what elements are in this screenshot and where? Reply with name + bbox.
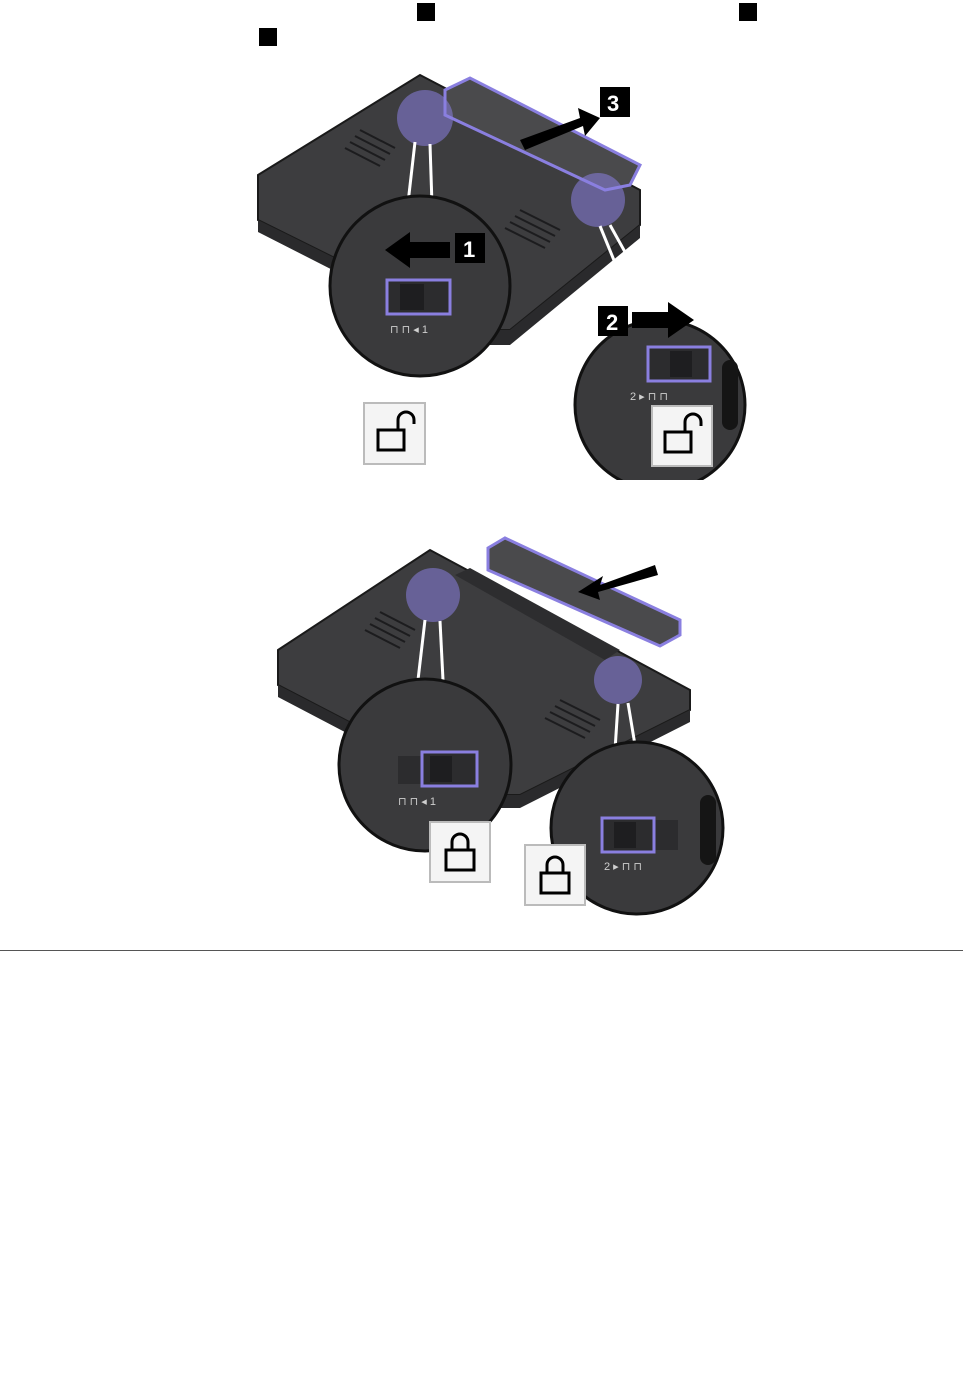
latch-2-highlight xyxy=(594,656,642,704)
latch-2-highlight xyxy=(571,173,625,227)
locked-icon-right xyxy=(525,845,585,905)
left-latch-zoom: 1 ⊓ ⊓ ◂ 1 xyxy=(330,196,510,376)
latch-1-highlight xyxy=(406,568,460,622)
right-latch-icons: 2 ▸ ⊓ ⊓ xyxy=(604,861,642,873)
battery-removal-svg: 3 1 ⊓ ⊓ ◂ 1 xyxy=(0,60,963,480)
battery-installation-illustration: ⊓ ⊓ ◂ 1 2 ▸ ⊓ ⊓ xyxy=(0,520,963,920)
battery-installation-svg: ⊓ ⊓ ◂ 1 2 ▸ ⊓ ⊓ xyxy=(0,520,963,920)
callout-2-label: 2 xyxy=(606,310,618,335)
section-divider xyxy=(0,950,963,951)
callout-3-label: 3 xyxy=(607,91,619,116)
unlocked-icon-right xyxy=(652,406,712,466)
left-latch-icons: ⊓ ⊓ ◂ 1 xyxy=(390,324,428,336)
right-latch-icons: 2 ▸ ⊓ ⊓ xyxy=(630,391,668,403)
battery-removal-illustration: 3 1 ⊓ ⊓ ◂ 1 xyxy=(0,60,963,480)
left-latch-icons: ⊓ ⊓ ◂ 1 xyxy=(398,796,436,808)
unlocked-icon-left xyxy=(364,403,425,464)
callout-marker-square-3 xyxy=(259,28,277,46)
callout-marker-square-2 xyxy=(739,3,757,21)
callout-marker-square-1 xyxy=(417,3,435,21)
callout-1-label: 1 xyxy=(463,237,475,262)
locked-icon-left xyxy=(430,822,490,882)
latch-1-highlight xyxy=(397,90,453,146)
